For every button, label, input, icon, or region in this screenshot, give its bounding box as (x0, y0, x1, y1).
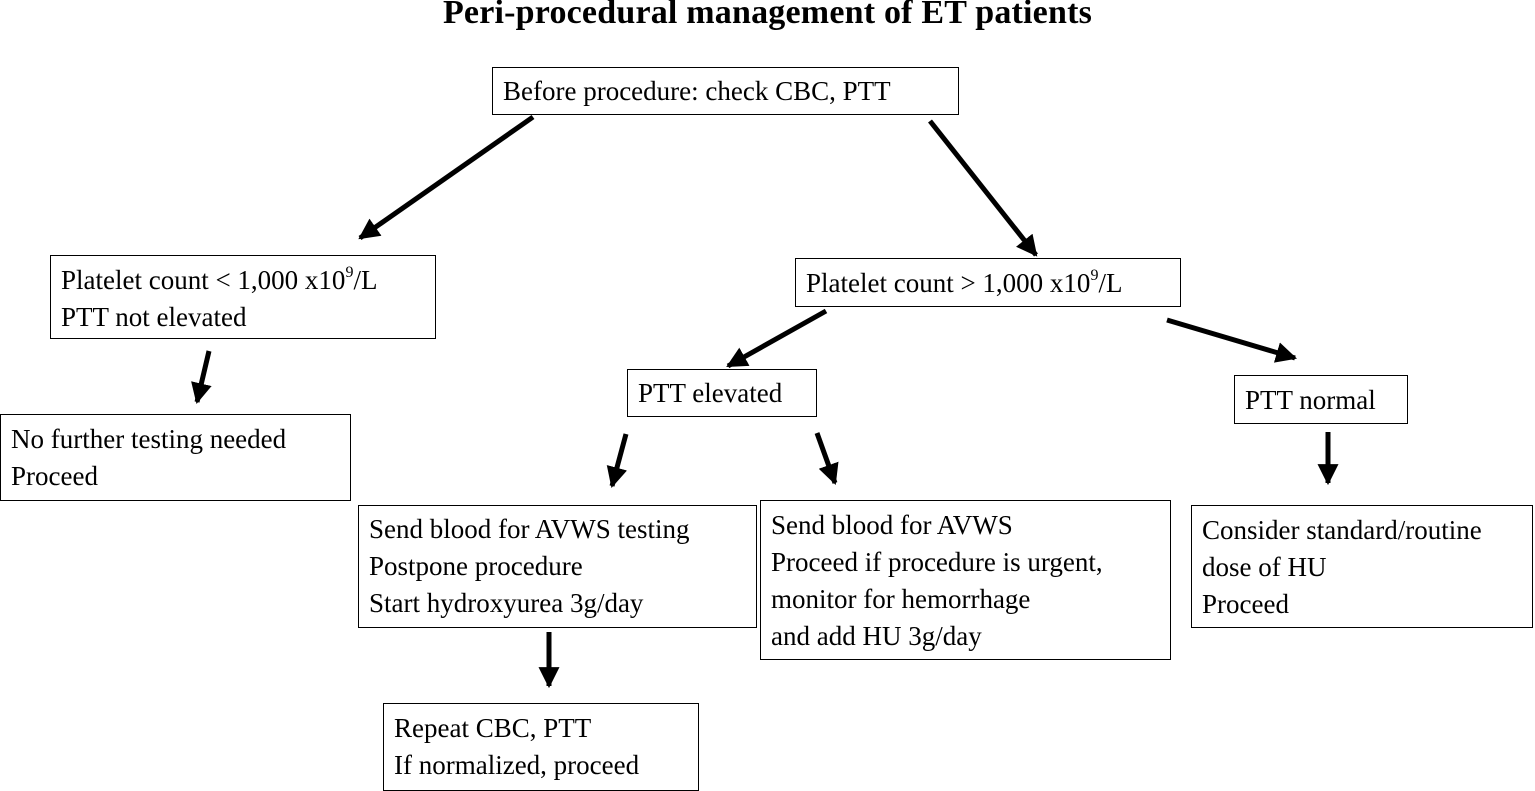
box-text: and add HU 3g/day (771, 621, 982, 651)
repeat-cbc-box: Repeat CBC, PTT If normalized, proceed (383, 703, 699, 791)
consider-hu-box: Consider standard/routine dose of HU Pro… (1191, 505, 1533, 628)
box-text: Proceed (11, 461, 98, 491)
box-text: Start hydroxyurea 3g/day (369, 588, 644, 618)
box-text: Proceed if procedure is urgent, (771, 547, 1103, 577)
arrow-ptt-elevated-to-avws-postpone (606, 433, 629, 489)
arrow-root-to-high-platelet (928, 119, 1038, 257)
box-text: Send blood for AVWS testing (369, 514, 690, 544)
arrow-root-to-low-platelet (358, 114, 535, 241)
box-text: PTT normal (1245, 385, 1376, 415)
low-platelet-box: Platelet count < 1,000 x109/L PTT not el… (50, 255, 436, 339)
box-text: No further testing needed (11, 424, 287, 454)
avws-urgent-box: Send blood for AVWS Proceed if procedure… (760, 500, 1171, 660)
arrow-low-platelet-to-no-testing (191, 350, 212, 405)
diagram-title: Peri-procedural management of ET patient… (442, 0, 1093, 31)
box-text: Send blood for AVWS (771, 510, 1013, 540)
box-text: Postpone procedure (369, 551, 583, 581)
arrow-high-platelet-to-ptt-elevated (726, 308, 828, 369)
box-text: Consider standard/routine (1202, 515, 1482, 545)
no-testing-box: No further testing needed Proceed (0, 414, 351, 501)
box-text: If normalized, proceed (394, 750, 640, 780)
high-platelet-box: Platelet count > 1,000 x109/L (795, 258, 1181, 307)
box-text: Platelet count < 1,000 x109/L (61, 264, 378, 296)
ptt-normal-box: PTT normal (1234, 375, 1408, 424)
avws-postpone-box: Send blood for AVWS testing Postpone pro… (358, 505, 757, 628)
box-text: PTT not elevated (61, 302, 247, 332)
ptt-elevated-box: PTT elevated (627, 369, 817, 417)
box-text: PTT elevated (638, 378, 783, 408)
arrow-high-platelet-to-ptt-normal (1166, 317, 1298, 363)
box-text: dose of HU (1202, 552, 1327, 582)
box-text: monitor for hemorrhage (771, 584, 1031, 614)
box-text: Platelet count > 1,000 x109/L (806, 267, 1123, 299)
arrow-ptt-elevated-to-avws-urgent (814, 432, 839, 485)
before-procedure-box: Before procedure: check CBC, PTT (492, 67, 959, 115)
box-text: Proceed (1202, 589, 1289, 619)
box-text: Before procedure: check CBC, PTT (503, 76, 891, 106)
box-text: Repeat CBC, PTT (394, 713, 592, 743)
